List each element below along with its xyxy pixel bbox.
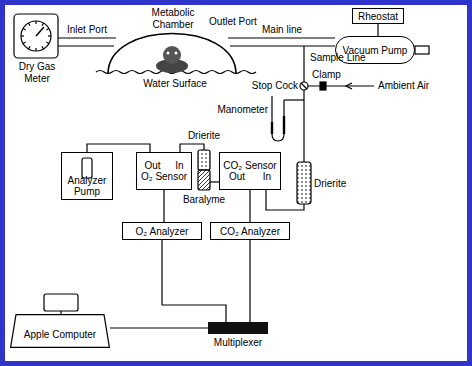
o2-analyzer: O₂ Analyzer bbox=[122, 222, 202, 240]
sample-line bbox=[303, 46, 304, 162]
connector-line bbox=[164, 190, 165, 222]
rheostat-box: Rheostat bbox=[352, 8, 404, 24]
node-text: Out bbox=[144, 160, 160, 171]
gas-tube bbox=[180, 144, 204, 152]
manometer-u-tube bbox=[272, 96, 284, 141]
drierite-column bbox=[297, 162, 311, 204]
part-label: Metabolic Chamber bbox=[144, 7, 202, 31]
apple-computer: Apple Computer bbox=[10, 314, 110, 348]
computer-monitor bbox=[44, 294, 78, 311]
part-label: Ambient Air bbox=[378, 80, 442, 92]
text-row: O₂ Sensor bbox=[137, 171, 191, 182]
part-label: Clamp bbox=[312, 69, 352, 81]
connector-line bbox=[87, 144, 150, 152]
part-label: Outlet Port bbox=[206, 16, 260, 28]
gas-tube bbox=[266, 190, 304, 210]
connector-line bbox=[378, 24, 379, 36]
main-line-tube bbox=[230, 45, 335, 46]
ambient-air-line bbox=[308, 85, 374, 86]
part-label: Sample Line bbox=[310, 52, 374, 64]
node-text: Analyzer Pump bbox=[65, 175, 109, 197]
seal-figure bbox=[156, 46, 188, 73]
part-label: Inlet Port bbox=[60, 24, 114, 36]
co2-analyzer: CO₂ Analyzer bbox=[210, 222, 290, 240]
analyzer-pump: Analyzer Pump bbox=[61, 152, 113, 200]
connector-line bbox=[250, 190, 251, 222]
node-text: Multiplexer bbox=[214, 337, 262, 348]
part-label: Drierite bbox=[178, 130, 230, 142]
manometer-tube bbox=[284, 99, 304, 100]
connector-line bbox=[250, 240, 251, 322]
connector-line bbox=[162, 240, 226, 322]
text-row: Out In bbox=[220, 171, 280, 182]
text-row: CO₂ Sensor bbox=[220, 160, 280, 171]
part-label: Water Surface bbox=[138, 78, 212, 90]
clamp-symbol bbox=[320, 82, 326, 90]
part-label: Stop Cock bbox=[244, 80, 298, 92]
drierite-column bbox=[198, 150, 210, 170]
part-label: Dry Gas Meter bbox=[6, 61, 68, 85]
main-line-tube bbox=[228, 37, 335, 38]
multiplexer-bar bbox=[208, 322, 268, 334]
stop-cock bbox=[300, 82, 308, 90]
pump-exhaust bbox=[415, 46, 429, 54]
gas-meter-dial bbox=[21, 21, 51, 51]
dial-hand bbox=[36, 27, 44, 36]
gas-meter-housing bbox=[14, 14, 58, 58]
node-text: Out bbox=[229, 171, 245, 182]
node-text: CO₂ Sensor bbox=[223, 160, 276, 171]
co2-sensor: CO₂ SensorOut In bbox=[219, 152, 281, 190]
o2-sensor: Out InO₂ Sensor bbox=[136, 152, 192, 190]
baralyme-column bbox=[198, 170, 210, 190]
node-text: In bbox=[175, 160, 183, 171]
metabolic-chamber-dome bbox=[108, 34, 236, 75]
text-row: Out In bbox=[137, 160, 191, 171]
inlet-tube bbox=[58, 45, 114, 46]
manometer-fluid bbox=[271, 122, 273, 134]
connector-line bbox=[110, 328, 208, 329]
inlet-tube bbox=[58, 37, 116, 38]
node-text: Apple Computer bbox=[24, 329, 96, 340]
ambient-air-arrowhead bbox=[346, 83, 352, 89]
part-label: Drierite bbox=[314, 178, 366, 190]
manometer-fluid bbox=[283, 116, 285, 134]
dial-ticks bbox=[21, 21, 51, 51]
stop-cock-handle bbox=[301, 83, 307, 89]
part-label: Baralyme bbox=[178, 194, 230, 206]
monitor-stand bbox=[60, 311, 61, 314]
node-text: In bbox=[263, 171, 271, 182]
node-text: O₂ Sensor bbox=[141, 171, 187, 182]
node-text: CO₂ Analyzer bbox=[220, 226, 280, 237]
node-text: Rheostat bbox=[358, 11, 398, 22]
part-label: Main line bbox=[258, 24, 306, 36]
node-text: O₂ Analyzer bbox=[136, 226, 189, 237]
multiplexer: Multiplexer bbox=[208, 322, 268, 348]
part-label: Manometer bbox=[210, 104, 268, 116]
